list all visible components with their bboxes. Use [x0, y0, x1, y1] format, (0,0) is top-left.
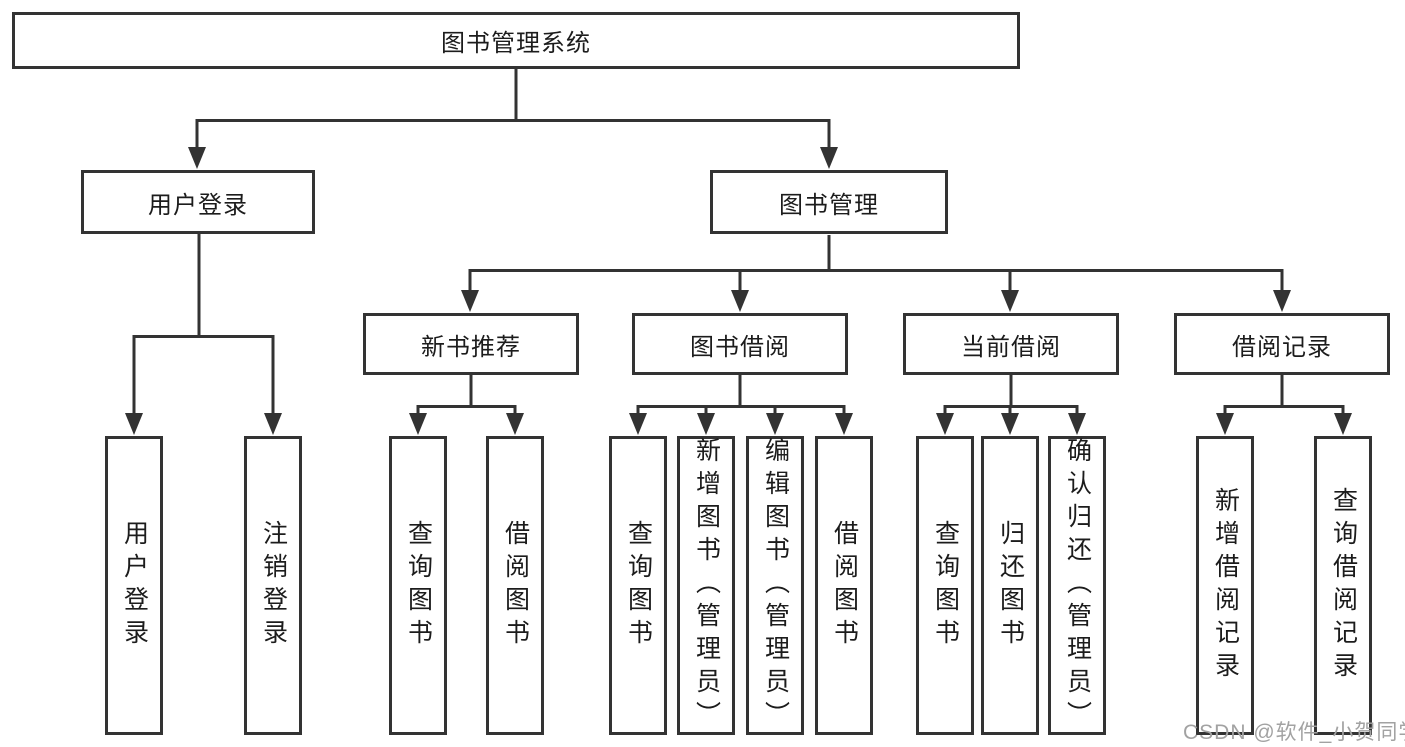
node-label: 图书管理 [779, 191, 879, 219]
node-label: 查询借阅记录 [1329, 486, 1358, 685]
node-label: 新增图书（管理员） [692, 437, 721, 734]
node-current-borrow: 当前借阅 [903, 313, 1119, 375]
leaf-borrow-books-recommend: 借阅图书 [486, 436, 544, 735]
leaf-query-books-current: 查询图书 [916, 436, 974, 735]
leaf-return-book: 归还图书 [981, 436, 1039, 735]
node-label: 新增借阅记录 [1211, 486, 1240, 685]
node-label: 借阅图书 [830, 519, 859, 652]
node-label: 注销登录 [259, 519, 288, 652]
node-label: 查询图书 [931, 519, 960, 652]
connector-strokes [132, 69, 1345, 416]
node-label: 图书管理系统 [441, 30, 591, 57]
leaf-logout: 注销登录 [244, 436, 302, 735]
node-label: 当前借阅 [961, 333, 1061, 361]
leaf-query-borrow-record: 查询借阅记录 [1314, 436, 1372, 735]
node-borrow-records: 借阅记录 [1174, 313, 1390, 375]
node-label: 图书借阅 [690, 333, 790, 361]
node-book-borrow: 图书借阅 [632, 313, 848, 375]
arrowhead-icons [125, 147, 1352, 435]
leaf-edit-book-admin: 编辑图书（管理员） [746, 436, 804, 735]
node-label: 查询图书 [404, 519, 433, 652]
node-label: 用户登录 [120, 519, 149, 652]
leaf-query-books-borrow: 查询图书 [609, 436, 667, 735]
node-label: 借阅记录 [1232, 333, 1332, 361]
node-label: 借阅图书 [501, 519, 530, 652]
node-label: 确认归还（管理员） [1063, 437, 1092, 734]
node-label: 查询图书 [624, 519, 653, 652]
node-label: 归还图书 [996, 519, 1025, 652]
leaf-borrow-books-borrow: 借阅图书 [815, 436, 873, 735]
csdn-watermark: CSDN @软件_小贺同学 [1183, 721, 1405, 744]
leaf-add-borrow-record: 新增借阅记录 [1196, 436, 1254, 735]
leaf-confirm-return-admin: 确认归还（管理员） [1048, 436, 1106, 735]
leaf-query-books-recommend: 查询图书 [389, 436, 447, 735]
node-book-management: 图书管理 [710, 170, 948, 234]
leaf-add-book-admin: 新增图书（管理员） [677, 436, 735, 735]
leaf-user-login: 用户登录 [105, 436, 163, 735]
node-label: 用户登录 [148, 191, 248, 219]
node-label: 新书推荐 [421, 333, 521, 361]
node-user-login: 用户登录 [81, 170, 315, 234]
node-library-management-system: 图书管理系统 [12, 12, 1020, 69]
node-new-book-recommend: 新书推荐 [363, 313, 579, 375]
node-label: 编辑图书（管理员） [761, 437, 790, 734]
